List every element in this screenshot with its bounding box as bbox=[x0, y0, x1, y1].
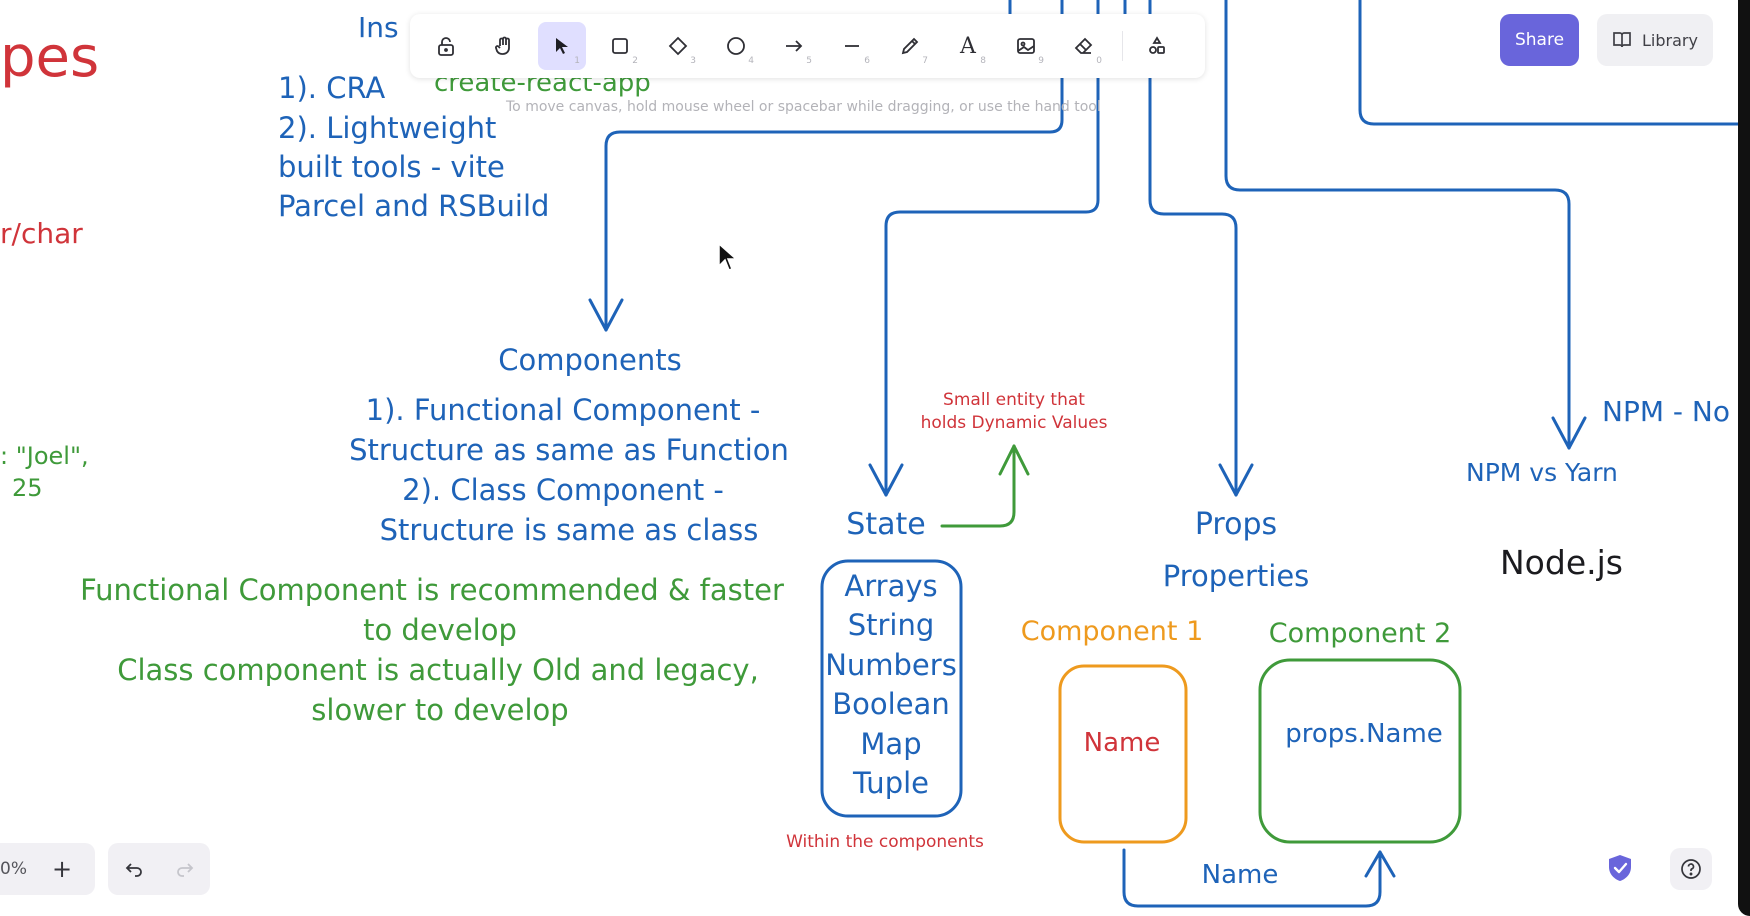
zoom-level[interactable]: 0% bbox=[0, 859, 27, 879]
tool-key-1: 1 bbox=[574, 56, 580, 66]
components-line-3: 2). Class Component - bbox=[402, 473, 724, 507]
arrow-to-npm bbox=[1224, 0, 1571, 450]
tool-key-3: 3 bbox=[690, 56, 696, 66]
mouse-cursor-icon bbox=[718, 243, 738, 271]
props-label: Props bbox=[1194, 507, 1278, 542]
age-fragment: 25 bbox=[12, 474, 43, 502]
undo-icon[interactable] bbox=[124, 859, 144, 879]
npm-fragment: NPM - No bbox=[1602, 395, 1730, 428]
canvas-hint: To move canvas, hold mouse wheel or spac… bbox=[506, 99, 1101, 115]
redo-icon[interactable] bbox=[175, 859, 195, 879]
tool-key-7: 7 bbox=[922, 56, 928, 66]
hand-icon[interactable] bbox=[480, 22, 528, 70]
note-line-2: to develop bbox=[363, 613, 517, 647]
selection-icon[interactable]: 1 bbox=[538, 22, 586, 70]
tool-key-4: 4 bbox=[748, 56, 754, 66]
pencil-icon[interactable]: 7 bbox=[886, 22, 934, 70]
arrow-name-pass bbox=[1122, 848, 1382, 908]
rectangle-icon[interactable]: 2 bbox=[596, 22, 644, 70]
cra-item-2: 2). Lightweight bbox=[278, 111, 497, 145]
image-icon[interactable]: 9 bbox=[1002, 22, 1050, 70]
line-icon[interactable]: 6 bbox=[828, 22, 876, 70]
components-title: Components bbox=[498, 343, 682, 377]
within-components-label: Within the components bbox=[786, 832, 984, 852]
ellipse-icon[interactable]: 4 bbox=[712, 22, 760, 70]
help-button[interactable] bbox=[1670, 848, 1712, 890]
state-note-line-1: Small entity that bbox=[943, 390, 1085, 410]
note-line-1: Functional Component is recommended & fa… bbox=[80, 573, 784, 607]
arrow-to-props bbox=[1148, 0, 1238, 497]
state-type-tuple: Tuple bbox=[853, 766, 929, 800]
tool-key-6: 6 bbox=[864, 56, 870, 66]
name-arrow-label: Name bbox=[1201, 860, 1279, 890]
properties-label: Properties bbox=[1162, 559, 1310, 593]
eraser-icon[interactable]: 0 bbox=[1060, 22, 1108, 70]
tool-key-8: 8 bbox=[980, 56, 986, 66]
state-type-string: String bbox=[847, 608, 935, 642]
state-types-box bbox=[820, 559, 963, 818]
library-button[interactable]: Library bbox=[1597, 14, 1713, 66]
title-fragment: pes bbox=[0, 25, 100, 90]
state-label: State bbox=[846, 507, 926, 542]
state-type-arrays: Arrays bbox=[844, 569, 938, 603]
zoom-controls: 0% + bbox=[0, 843, 95, 895]
components-line-2: Structure as same as Function bbox=[349, 433, 789, 467]
share-button[interactable]: Share bbox=[1500, 14, 1579, 66]
component1-box bbox=[1058, 664, 1188, 844]
ins-fragment: Ins bbox=[358, 11, 399, 44]
drawing-toolbar: 1 2 3 4 5 6 7 A 8 9 0 bbox=[410, 14, 1205, 78]
component2-label: Component 2 bbox=[1268, 618, 1452, 649]
state-note-line-2: holds Dynamic Values bbox=[920, 413, 1108, 433]
window-edge bbox=[1738, 0, 1750, 916]
tool-key-9: 9 bbox=[1038, 56, 1044, 66]
state-type-map: Map bbox=[860, 727, 922, 761]
diamond-icon[interactable]: 3 bbox=[654, 22, 702, 70]
state-type-numbers: Numbers bbox=[825, 648, 957, 682]
components-line-1: 1). Functional Component - bbox=[365, 393, 761, 427]
cra-item-3: built tools - vite bbox=[278, 150, 505, 184]
npm-vs-yarn-label: NPM vs Yarn bbox=[1466, 458, 1618, 487]
component1-label: Component 1 bbox=[1020, 616, 1204, 647]
arrow-to-state bbox=[884, 0, 1100, 497]
state-type-boolean: Boolean bbox=[832, 687, 950, 721]
arrow-state-note bbox=[940, 444, 1016, 528]
note-line-3: Class component is actually Old and lega… bbox=[117, 653, 759, 687]
zoom-in-button[interactable]: + bbox=[52, 855, 73, 883]
note-line-4: slower to develop bbox=[311, 693, 569, 727]
joel-fragment: : "Joel", bbox=[0, 442, 89, 470]
shield-check-icon[interactable] bbox=[1607, 854, 1633, 882]
library-label: Library bbox=[1642, 30, 1698, 50]
book-icon bbox=[1613, 32, 1631, 48]
history-controls bbox=[108, 843, 210, 895]
nodejs-label: Node.js bbox=[1500, 543, 1623, 582]
cra-item-1: 1). CRA bbox=[278, 71, 386, 105]
arrow-to-components bbox=[604, 0, 1064, 332]
help-icon bbox=[1681, 859, 1701, 879]
cra-item-4: Parcel and RSBuild bbox=[278, 189, 550, 223]
char-fragment: r/char bbox=[0, 217, 83, 250]
tool-key-2: 2 bbox=[632, 56, 638, 66]
extra-tools-icon[interactable] bbox=[1133, 22, 1181, 70]
components-line-4: Structure is same as class bbox=[379, 513, 759, 547]
lock-icon[interactable] bbox=[422, 22, 470, 70]
arrow-icon[interactable]: 5 bbox=[770, 22, 818, 70]
tool-key-5: 5 bbox=[806, 56, 812, 66]
component2-box bbox=[1258, 658, 1462, 844]
text-icon[interactable]: A 8 bbox=[960, 33, 986, 67]
component2-props-name: props.Name bbox=[1285, 719, 1443, 749]
component1-name: Name bbox=[1083, 728, 1161, 758]
toolbar-divider bbox=[1122, 31, 1123, 61]
tool-key-0: 0 bbox=[1096, 56, 1102, 66]
